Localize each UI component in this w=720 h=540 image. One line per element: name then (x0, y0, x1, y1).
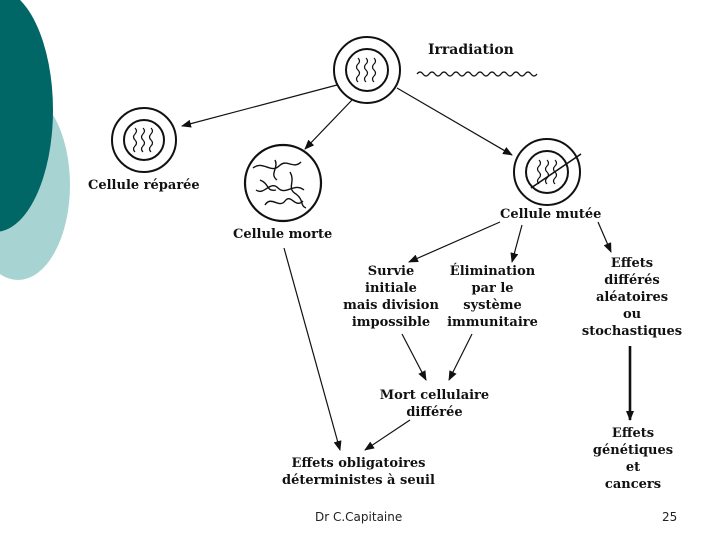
label-cellule-mutee: Cellule mutée (500, 207, 602, 222)
arrow-to-mutated (396, 87, 513, 156)
label-effets-genetiques: Effets génétiques et cancers (592, 426, 674, 492)
decorative-blob (0, 0, 70, 280)
label-cellule-morte: Cellule morte (233, 227, 333, 242)
arrow-mutated-to-stochastic (597, 221, 612, 253)
label-irradiation: Irradiation (428, 42, 514, 58)
radiation-wave-icon (416, 71, 538, 77)
label-effets-differes: Effets différés aléatoires ou stochastiq… (581, 256, 683, 339)
arrow-mutated-to-elimination (510, 224, 523, 263)
arrow-to-dead (304, 99, 353, 150)
arrow-to-repaired (181, 84, 338, 128)
arrow-mutated-to-survie (408, 221, 501, 263)
label-elimination: Élimination par le système immunitaire (447, 264, 538, 330)
arrow-dead-to-obligatoires (283, 247, 342, 451)
label-mort-differee: Mort cellulaire différée (379, 388, 490, 420)
mutated-cell (513, 138, 582, 206)
label-survie: Survie initiale mais division impossible (343, 264, 439, 330)
dead-cell (243, 143, 323, 223)
page-number: 25 (662, 510, 678, 524)
repaired-cell (111, 107, 177, 173)
arrow-survie-to-mort (401, 333, 427, 381)
arrows (181, 84, 612, 451)
irradiated-cell (333, 36, 401, 104)
arrow-mort-to-obligatoires (364, 419, 411, 451)
footer-author: Dr C.Capitaine (315, 510, 403, 524)
arrow-elimination-to-mort (448, 333, 473, 381)
label-effets-obligatoires: Effets obligatoires déterministes à seui… (282, 456, 435, 488)
label-cellule-reparee: Cellule réparée (88, 178, 200, 193)
